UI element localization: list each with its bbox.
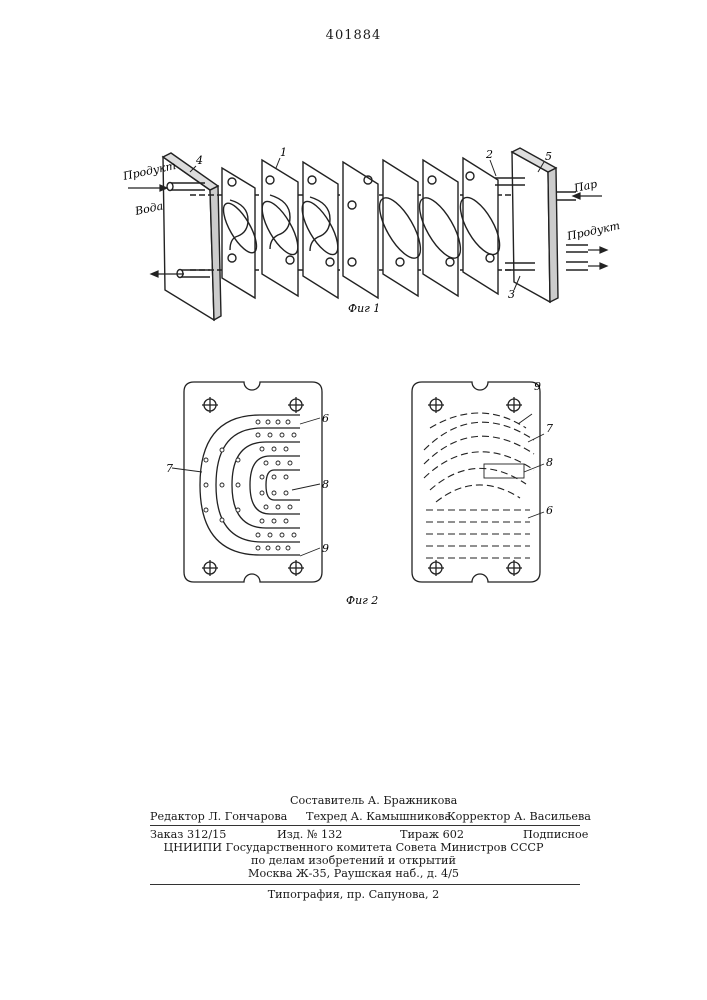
imprint-org-line3: Москва Ж-35, Раушская наб., д. 4/5 bbox=[0, 867, 707, 880]
ref-1: 1 bbox=[280, 146, 287, 159]
imprint-circulation: Тираж 602 bbox=[400, 828, 464, 841]
left-ref-8: 8 bbox=[322, 478, 329, 491]
left-ref-7: 7 bbox=[166, 462, 173, 475]
right-ref-7: 7 bbox=[546, 422, 553, 435]
right-ref-6: 6 bbox=[546, 504, 553, 517]
right-ref-8: 8 bbox=[546, 456, 553, 469]
imprint-org-line1: ЦНИИПИ Государственного комитета Совета … bbox=[0, 841, 707, 854]
imprint-rule-1 bbox=[150, 825, 580, 826]
ref-4: 4 bbox=[195, 154, 203, 167]
ref-3: 3 bbox=[508, 288, 515, 301]
imprint-order: Заказ 312/15 bbox=[150, 828, 226, 841]
right-end-frame bbox=[512, 152, 550, 302]
imprint-rule-2 bbox=[150, 884, 580, 885]
figure-2-caption: Фиг 2 bbox=[346, 594, 378, 607]
imprint-printer: Типография, пр. Сапунова, 2 bbox=[0, 888, 707, 901]
imprint-techred: Техред А. Камышникова bbox=[306, 810, 451, 823]
imprint-edition: Изд. № 132 bbox=[277, 828, 342, 841]
left-ref-6: 6 bbox=[322, 412, 329, 425]
right-ref-9: 9 bbox=[534, 380, 541, 393]
imprint-subscription: Подписное bbox=[523, 828, 588, 841]
left-plate bbox=[172, 382, 322, 582]
label-steam: Пар bbox=[572, 177, 598, 195]
left-ref-9: 9 bbox=[322, 542, 329, 555]
figure-1-caption: Фиг 1 bbox=[348, 302, 380, 315]
figure-2-drawing: 7 6 8 9 9 7 8 6 Фиг 2 bbox=[0, 360, 707, 620]
imprint-corrector: Корректор А. Васильева bbox=[447, 810, 591, 823]
imprint-editor: Редактор Л. Гончарова bbox=[150, 810, 287, 823]
label-product-out: Продукт bbox=[565, 219, 621, 243]
imprint-compiler: Составитель А. Бражникова bbox=[290, 794, 457, 807]
ref-2: 2 bbox=[485, 148, 493, 161]
right-plate bbox=[412, 382, 544, 582]
imprint-org-line2: по делам изобретений и открытий bbox=[0, 854, 707, 867]
figure-1-drawing: Продукт Вода Пар Продукт 4 1 2 5 3 Фиг 1 bbox=[0, 0, 707, 340]
ref-5: 5 bbox=[545, 150, 552, 163]
label-water: Вода bbox=[133, 199, 164, 218]
